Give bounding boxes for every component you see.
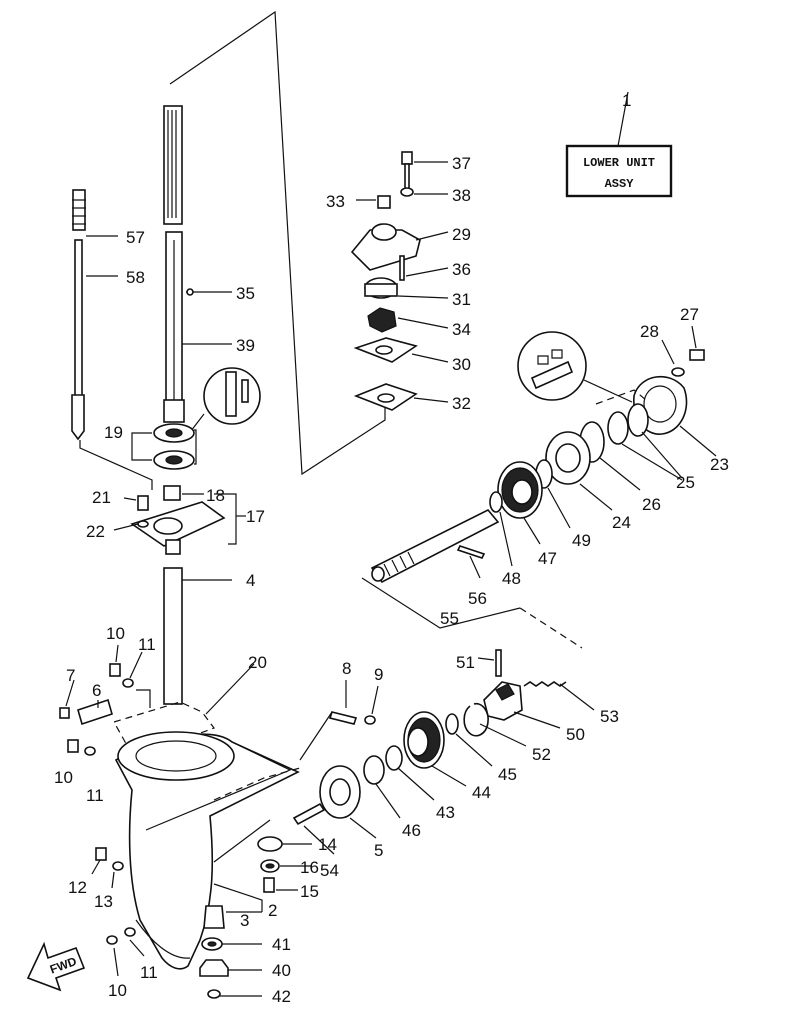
part-11-mid: 11 (86, 786, 104, 805)
reverse-gear (403, 711, 445, 769)
oil-seals (153, 423, 195, 470)
part-8: 8 (342, 659, 351, 678)
drive-shaft (163, 105, 185, 423)
part-47: 47 (538, 549, 557, 568)
part-22: 22 (86, 522, 105, 541)
part-39: 39 (236, 336, 255, 355)
part-52: 52 (532, 745, 551, 764)
part-28: 28 (640, 322, 659, 341)
part-32: 32 (452, 394, 471, 413)
propeller-shaft (370, 509, 500, 584)
dowel-pin-callout (183, 367, 261, 441)
part-10-low: 10 (108, 981, 127, 1000)
part-7: 7 (66, 666, 75, 685)
assembly-number: 1 (622, 91, 631, 110)
part-18: 18 (206, 486, 225, 505)
part-35: 35 (236, 284, 255, 303)
part-15: 15 (300, 882, 319, 901)
part-57: 57 (126, 228, 145, 247)
part-2: 2 (268, 901, 277, 920)
part-48: 48 (502, 569, 521, 588)
pump-housing-plate (130, 501, 226, 555)
part-3: 3 (240, 911, 249, 930)
forward-gear (497, 461, 543, 519)
part-33: 33 (326, 192, 345, 211)
part-9: 9 (374, 665, 383, 684)
dog-clutch (483, 681, 523, 721)
part-44: 44 (472, 783, 491, 802)
part-31: 31 (452, 290, 471, 309)
part-20: 20 (248, 653, 267, 672)
lower-casing (114, 731, 300, 970)
shift-rod (71, 189, 86, 441)
part-27: 27 (680, 305, 699, 324)
part-5: 5 (374, 841, 383, 860)
part-46: 46 (402, 821, 421, 840)
part-45: 45 (498, 765, 517, 784)
part-54: 54 (320, 861, 339, 880)
part-21: 21 (92, 488, 111, 507)
part-26: 26 (642, 495, 661, 514)
part-49: 49 (572, 531, 591, 550)
part-58: 58 (126, 268, 145, 287)
part-17: 17 (246, 507, 265, 526)
part-43: 43 (436, 803, 455, 822)
forward-arrow: FWD (26, 941, 86, 992)
part-56: 56 (468, 589, 487, 608)
part-14: 14 (318, 835, 337, 854)
part-4: 4 (246, 571, 255, 590)
part-number-labels: 57 58 35 39 19 18 17 21 22 4 10 11 7 6 2… (54, 154, 729, 1006)
water-pump (350, 151, 421, 411)
assembly-title-line2: ASSY (605, 177, 635, 191)
part-16: 16 (300, 858, 319, 877)
part-10-mid: 10 (54, 768, 73, 787)
part-11-low: 11 (140, 963, 158, 982)
part-25: 25 (676, 473, 695, 492)
part-30: 30 (452, 355, 471, 374)
water-pump-group-outline (169, 10, 386, 476)
part-23: 23 (710, 455, 729, 474)
part-19: 19 (104, 423, 123, 442)
part-34: 34 (452, 320, 471, 339)
part-37: 37 (452, 154, 471, 173)
part-42: 42 (272, 987, 291, 1006)
part-24: 24 (612, 513, 631, 532)
part-53: 53 (600, 707, 619, 726)
part-55: 55 (440, 609, 459, 628)
part-50: 50 (566, 725, 585, 744)
part-41: 41 (272, 935, 291, 954)
part-29: 29 (452, 225, 471, 244)
part-6: 6 (92, 681, 101, 700)
assembly-title-line1: LOWER UNIT (583, 156, 655, 170)
part-11-top: 11 (138, 635, 156, 654)
key-callout (517, 331, 633, 403)
part-38: 38 (452, 186, 471, 205)
assembly-title-box: LOWER UNIT ASSY 1 (565, 91, 673, 198)
part-13: 13 (94, 892, 113, 911)
part-12: 12 (68, 878, 87, 897)
part-40: 40 (272, 961, 291, 980)
part-51: 51 (456, 653, 475, 672)
part-10-top: 10 (106, 624, 125, 643)
part-36: 36 (452, 260, 471, 279)
